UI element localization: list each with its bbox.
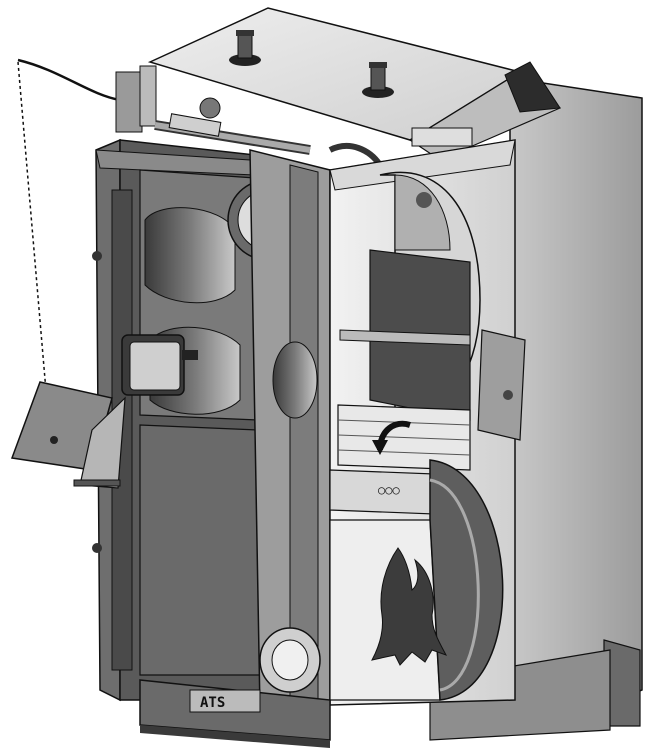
fire-grate: [337, 404, 471, 471]
top-valve-right: [362, 62, 394, 98]
burner-block: ○○○: [329, 469, 461, 516]
damper-plate: [10, 381, 126, 489]
top-valve-left: [229, 30, 261, 66]
boiler-base: ATS: [139, 679, 331, 748]
central-frame: [249, 149, 331, 711]
damper-chain: [17, 61, 51, 439]
brand-plate: ATS: [200, 695, 225, 711]
right-bracket: [477, 329, 526, 441]
smoke-flap-housing: [121, 334, 198, 396]
svg-text:○○○: ○○○: [378, 483, 400, 497]
airflow-arrow: [372, 420, 411, 455]
flame-icon: [371, 547, 448, 666]
ash-chamber-door: [259, 627, 321, 693]
control-pipework: [17, 58, 473, 167]
upper-heat-exchanger: [339, 171, 481, 426]
